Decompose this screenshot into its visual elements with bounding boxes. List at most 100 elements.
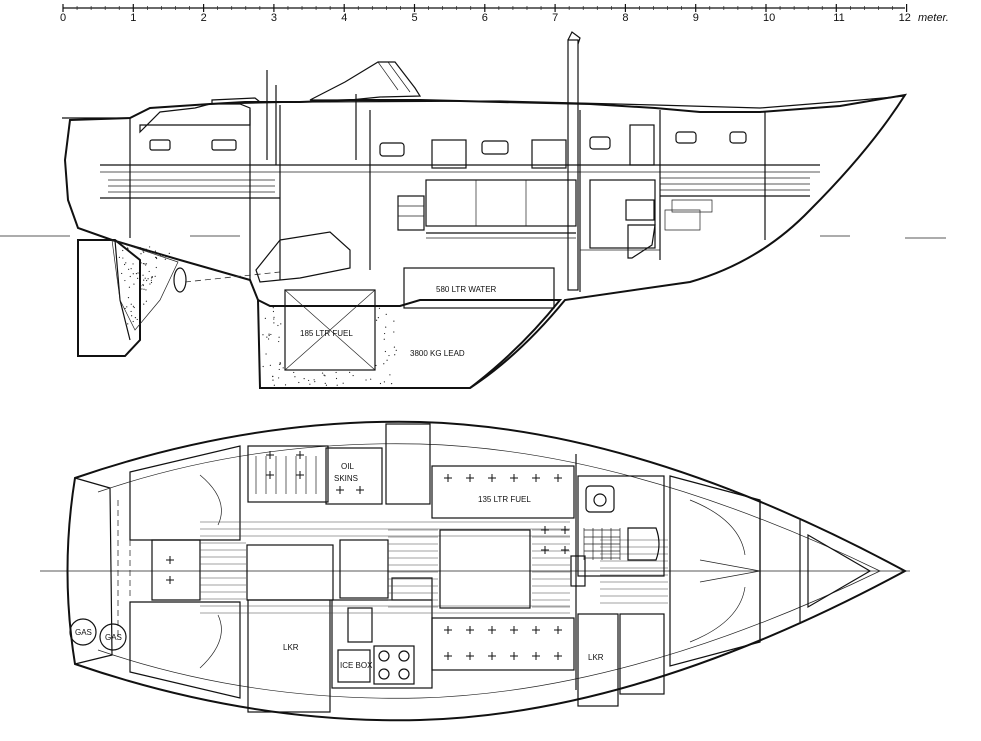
stipple-dot [149, 246, 151, 248]
stipple-dot [279, 362, 281, 364]
stipple-dot [273, 316, 275, 318]
ice-box-label: ICE BOX [340, 661, 373, 670]
stipple-dot [266, 336, 268, 338]
stipple-dot [377, 317, 379, 319]
stipple-dot [394, 354, 396, 356]
stipple-dot [126, 306, 128, 308]
stipple-dot [122, 246, 124, 248]
stipple-dot [148, 270, 150, 273]
stipple-dot [131, 315, 133, 317]
oil-skins-label-1: OIL [341, 462, 354, 471]
side-profile: 580 LTR WATER 185 LTR FUEL 3800 KG LEAD [0, 31, 946, 389]
stipple-dot [309, 383, 311, 385]
stipple-dot [151, 276, 153, 278]
stipple-dot [264, 317, 266, 319]
stipple-dot [323, 374, 325, 376]
stipple-dot [127, 323, 129, 325]
ice-box [337, 649, 371, 683]
stipple-dot [349, 371, 351, 373]
stipple-dot [375, 364, 377, 367]
stipple-dot [324, 382, 326, 384]
stipple-dot [385, 313, 387, 315]
stipple-dot [145, 264, 147, 266]
stipple-dot [135, 246, 137, 248]
stipple-dot [145, 289, 147, 291]
stipple-dot [390, 382, 393, 385]
stipple-dot [314, 381, 316, 383]
stipple-dot [303, 378, 305, 380]
stipple-dot [278, 363, 281, 365]
stipple-dot [277, 324, 279, 327]
stipple-dot [272, 379, 274, 381]
stipple-dot [136, 318, 138, 321]
stipple-dot [121, 272, 123, 275]
stipple-dot [294, 376, 296, 378]
stipple-dot [143, 303, 145, 305]
cabin-sole-planking [200, 521, 668, 614]
stipple-dot [386, 359, 388, 361]
stipple-dot [134, 317, 137, 319]
stipple-dot [152, 251, 155, 253]
heads-compartment [577, 475, 665, 577]
scale-tick-label: 8 [622, 12, 628, 24]
stipple-dot [164, 258, 166, 260]
forward-locker-label: LKR [588, 653, 604, 662]
accommodation-plan: GAS GAS OIL SKINS LKR ICE BOX [40, 420, 910, 722]
scale-tick-label: 3 [271, 12, 277, 24]
stipple-dot [370, 378, 372, 380]
stipple-dot [267, 338, 270, 340]
stipple-dot [122, 249, 124, 252]
stipple-dot [145, 300, 147, 302]
scale-tick-label: 11 [833, 12, 844, 24]
stipple-dot [393, 320, 395, 322]
scale-tick-label: 0 [60, 12, 66, 24]
stipple-dot [155, 266, 157, 269]
stipple-dot [140, 253, 142, 255]
scale-tick-label: 12 [899, 12, 911, 24]
stipple-dot [268, 333, 270, 335]
stipple-dot [154, 250, 157, 252]
scale-tick-label: 2 [201, 12, 207, 24]
stipple-dot [129, 275, 131, 278]
stipple-dot [393, 346, 396, 348]
stipple-dot [282, 367, 284, 369]
stipple-dot [142, 284, 144, 286]
stipple-dot [136, 246, 138, 248]
stipple-dot [168, 252, 170, 254]
stipple-dot [141, 288, 143, 290]
stipple-dot [272, 375, 274, 378]
stipple-dot [272, 307, 274, 309]
stipple-dot [325, 384, 328, 386]
stipple-dot [150, 279, 152, 281]
stipple-dot [379, 382, 382, 385]
stipple-dot [308, 379, 310, 382]
stipple-dot [277, 377, 280, 379]
stipple-dot [393, 331, 395, 333]
forward-locker [577, 613, 619, 707]
fuel-tank-profile [284, 289, 376, 371]
settee-port [431, 465, 575, 519]
stipple-dot [142, 250, 144, 252]
stipple-dot [150, 277, 153, 279]
stipple-dot [130, 303, 132, 305]
stipple-dot [137, 277, 139, 279]
stipple-dot [145, 248, 147, 250]
stipple-dot [375, 319, 378, 321]
stipple-dot [150, 281, 153, 284]
stipple-dot [162, 255, 164, 257]
stipple-dot [154, 275, 156, 277]
stipple-dot [147, 278, 149, 280]
stipple-dot [159, 254, 161, 257]
rudder [77, 239, 141, 357]
stipple-dot [127, 247, 129, 249]
stipple-dot [127, 297, 130, 299]
stipple-dot [378, 307, 381, 309]
stipple-dot [140, 262, 142, 264]
stipple-dot [133, 306, 135, 309]
stipple-dot [270, 333, 272, 336]
stipple-dot [280, 323, 282, 325]
aft-locker-label: LKR [283, 643, 299, 652]
